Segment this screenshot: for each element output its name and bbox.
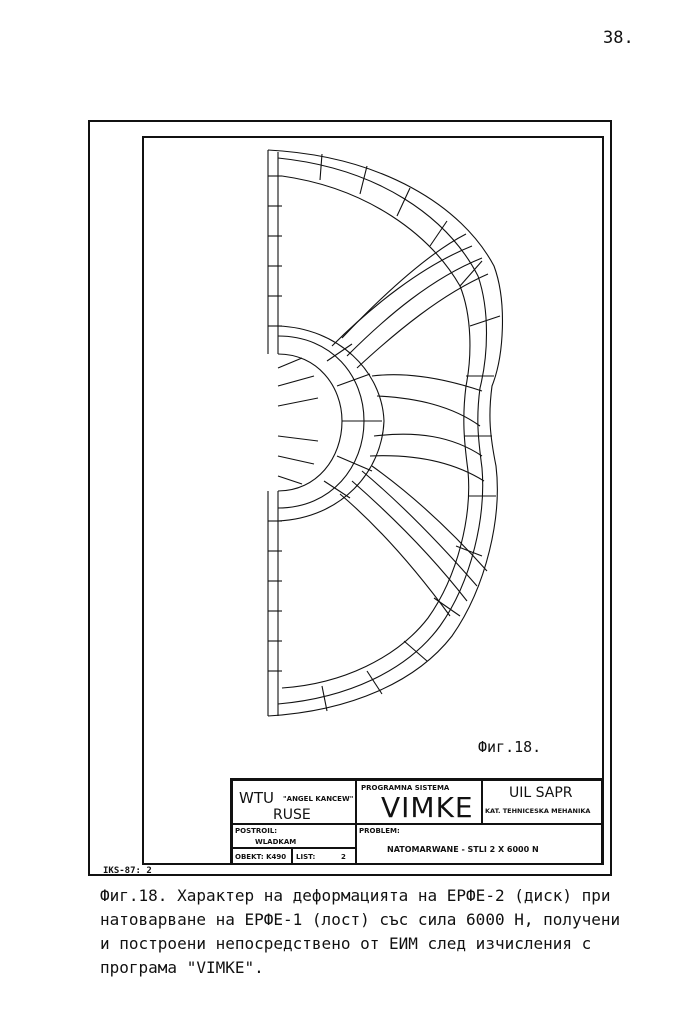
- sheet-cell: LIST: 2: [292, 848, 356, 865]
- mesh-outer-rim: [267, 149, 503, 717]
- object-label: OBEKT: K490: [235, 853, 287, 861]
- sheet-value: 2: [341, 853, 346, 861]
- mesh-outer-rim-3: [281, 175, 471, 689]
- mesh-spoke-lower-b: [361, 470, 478, 587]
- built-cell: POSTROIL: WLADKAM: [232, 824, 356, 848]
- program-name: VIMKE: [381, 791, 474, 824]
- page-number: 38.: [603, 28, 634, 48]
- deformation-mesh-figure: [267, 149, 503, 717]
- object-cell: OBEKT: K490: [232, 848, 292, 865]
- built-label: POSTROIL:: [235, 827, 278, 835]
- mesh-spoke-mid-b: [376, 395, 481, 427]
- mesh-hub-outer: [277, 325, 385, 522]
- title-block: WTU "ANGEL KANCEW" RUSE PROGRAMNA SISTEM…: [230, 778, 604, 865]
- mesh-spoke-upper-a: [331, 245, 473, 347]
- dept-code: UIL SAPR: [509, 785, 573, 801]
- figure-caption: Фиг.18. Характер на деформацията на ЕРФЕ…: [100, 884, 620, 980]
- problem-label: PROBLEM:: [359, 827, 400, 835]
- figure-label: Фиг.18.: [478, 738, 542, 756]
- mesh-spoke-mid-c: [373, 433, 483, 457]
- built-by: WLADKAM: [255, 838, 297, 846]
- problem-cell: PROBLEM: NATOMARWANE - STLI 2 X 6000 N: [356, 824, 602, 865]
- caption-line: Фиг.18. Характер на деформацията на ЕРФЕ…: [100, 886, 611, 905]
- outer-frame: [88, 120, 612, 876]
- program-label: PROGRAMNA SISTEMA: [361, 784, 450, 792]
- institution-cell: WTU "ANGEL KANCEW" RUSE: [232, 780, 356, 824]
- city: RUSE: [273, 807, 311, 823]
- mesh-spoke-upper-c: [356, 273, 489, 369]
- stamp-code: IKS-87: 2: [103, 866, 152, 876]
- institution-name: "ANGEL KANCEW": [283, 795, 354, 803]
- program-cell: PROGRAMNA SISTEMA VIMKE: [356, 780, 482, 824]
- caption-line: и построени непосредствено от ЕИМ след и…: [100, 934, 592, 953]
- dept-name: KAT. TEHNICESKA MEHANIKA: [485, 807, 591, 815]
- mesh-hub-mid: [277, 335, 365, 509]
- sheet-label: LIST:: [296, 853, 316, 861]
- caption-line: натоварване на ЕРФЕ-1 (лост) със сила 60…: [100, 910, 621, 929]
- mesh-hub-inner: [277, 353, 343, 492]
- mesh-spoke-lower-c: [339, 493, 451, 617]
- mesh-outer-rim-2: [277, 157, 487, 705]
- mesh-spoke-lower-a: [351, 480, 468, 602]
- department-cell: UIL SAPR KAT. TEHNICESKA MEHANIKA: [482, 780, 602, 824]
- institution: WTU: [239, 789, 274, 807]
- mesh-spoke-upper-d: [341, 233, 467, 339]
- mesh-spoke-lower-d: [371, 465, 488, 572]
- mesh-spoke-mid-d: [369, 455, 485, 482]
- caption-line: програма "VIMKE".: [100, 958, 264, 977]
- mesh-spoke-mid-a: [371, 374, 483, 392]
- mesh-spoke-upper-b: [346, 257, 483, 357]
- problem-text: NATOMARWANE - STLI 2 X 6000 N: [387, 845, 539, 854]
